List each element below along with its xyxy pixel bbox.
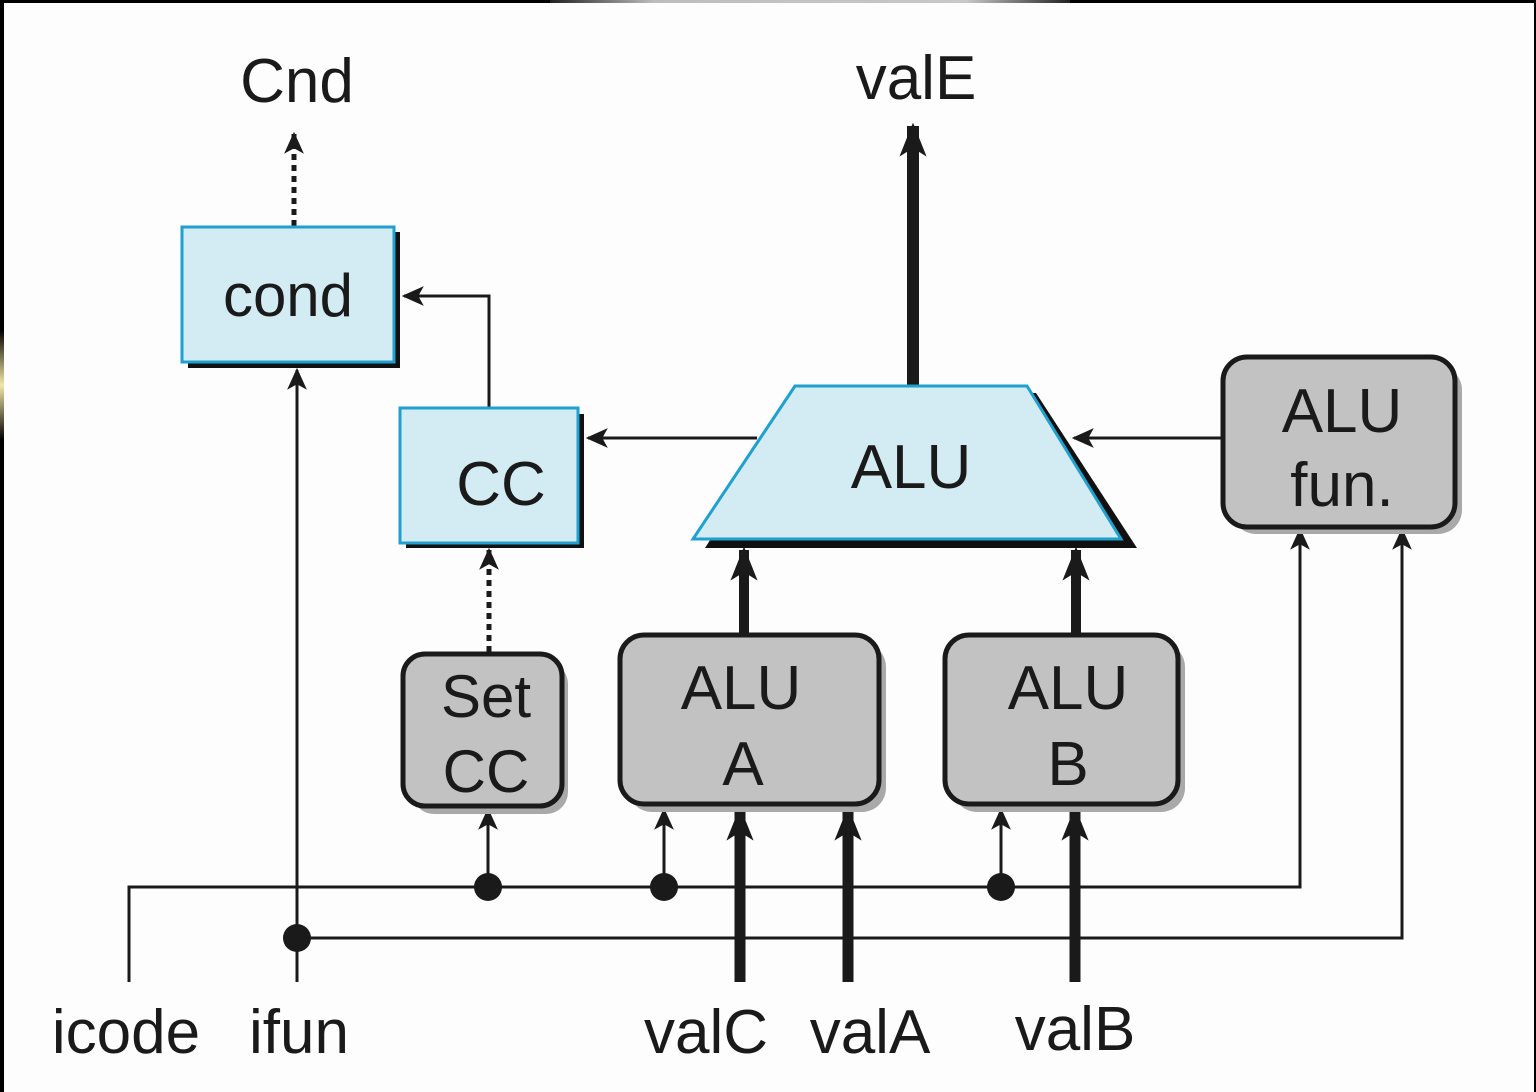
cond-block: cond [180, 225, 400, 368]
icode-junction-alub [987, 873, 1015, 901]
alu-label: ALU [851, 433, 972, 502]
set-cc-label-line1: Set [441, 663, 531, 730]
valc-input-label: valC [644, 998, 768, 1067]
vala-input-label: valA [810, 998, 931, 1067]
valb-input-label: valB [1015, 995, 1136, 1064]
alu-b-block: ALU B [942, 632, 1185, 812]
cnd-output-label: Cnd [240, 47, 354, 116]
alu-a-label-line1: ALU [681, 654, 802, 723]
alu-b-label-line1: ALU [1008, 654, 1129, 723]
alu-block: ALU [690, 384, 1137, 548]
ifun-bus-wire [297, 527, 1412, 940]
window-left-edge [0, 330, 4, 440]
alu-a-label-line2: A [722, 730, 764, 799]
alu-a-block: ALU A [617, 632, 886, 812]
icode-input-label: icode [52, 998, 200, 1067]
alu-b-label-line2: B [1047, 730, 1088, 799]
icode-junction-setcc [474, 873, 502, 901]
cc-block: CC [398, 406, 584, 548]
icode-bus-wire [127, 527, 1310, 982]
cc-to-cond-wire [401, 286, 491, 408]
cond-label: cond [223, 262, 353, 329]
ifun-junction [283, 924, 311, 952]
ifun-input-label: ifun [249, 998, 349, 1067]
alu-fun-label-line1: ALU [1282, 377, 1403, 446]
set-cc-label-line2: CC [443, 738, 530, 805]
alu-fun-block: ALU fun. [1220, 354, 1462, 534]
cc-label: CC [456, 450, 546, 519]
icode-junction-alua [650, 873, 678, 901]
set-cc-block: Set CC [400, 651, 568, 814]
alu-fun-label-line2: fun. [1290, 451, 1393, 520]
window-top-edge [550, 0, 1070, 4]
vale-output-label: valE [856, 44, 977, 113]
